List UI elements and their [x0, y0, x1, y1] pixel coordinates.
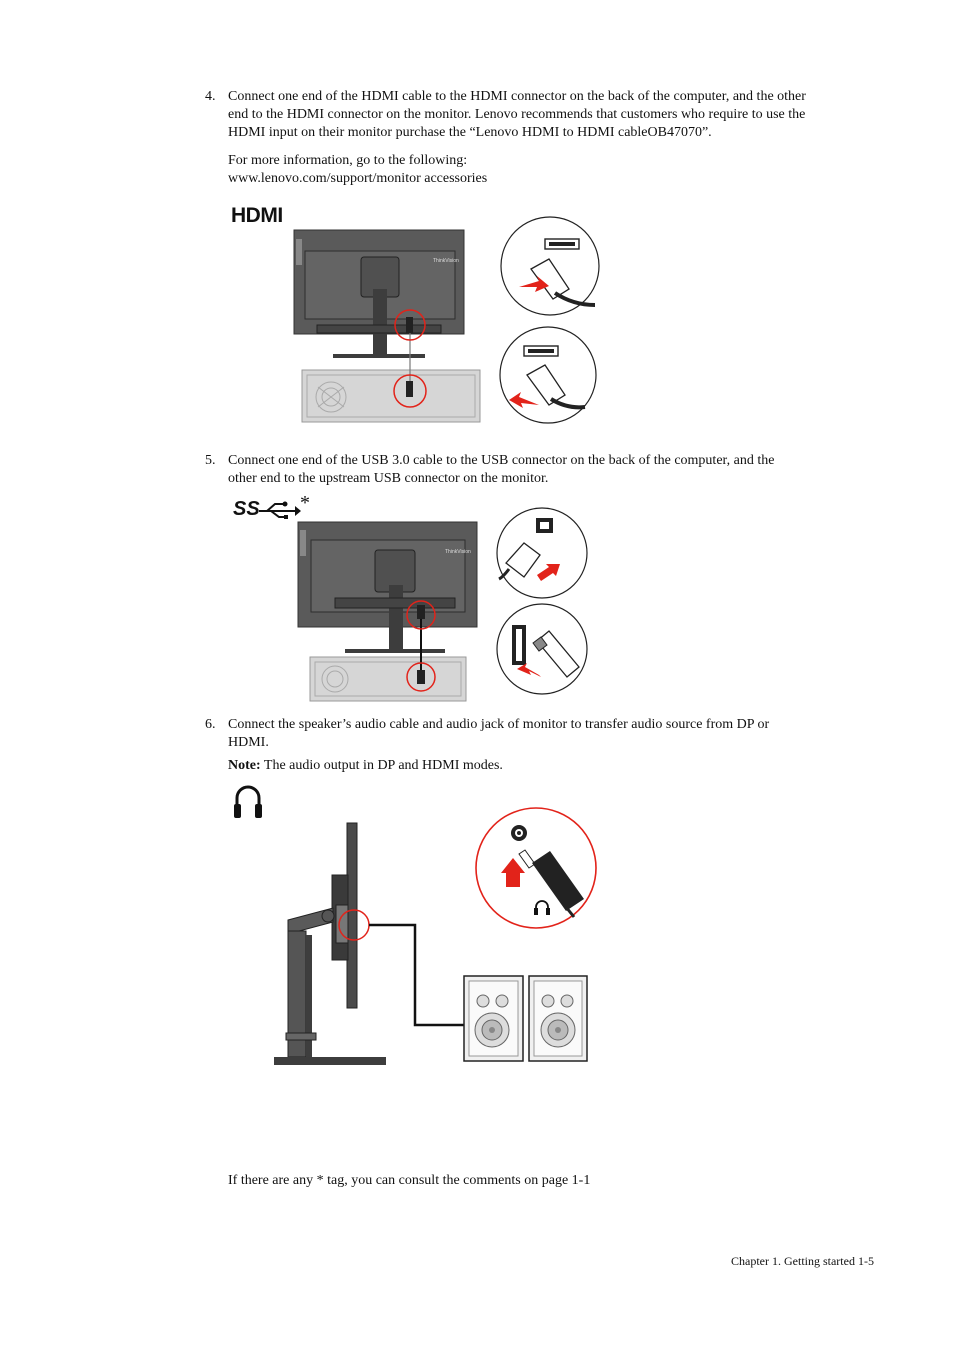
step-5-line-1: Connect one end of the USB 3.0 cable to …: [228, 453, 775, 468]
step-6-line-1: Connect the speaker’s audio cable and au…: [228, 717, 770, 732]
hdmi-detail-bottom: [499, 326, 597, 424]
monitor-back-illustration: ThinkVision: [293, 229, 465, 358]
usb-connection-figure: ThinkVision: [297, 507, 588, 702]
step-4-line-2: end to the HDMI connector on the monitor…: [228, 107, 806, 122]
speaker-left-illustration: [463, 975, 524, 1062]
step-4-line-1: Connect one end of the HDMI cable to the…: [228, 89, 806, 104]
note: Note: The audio output in DP and HDMI mo…: [228, 757, 503, 775]
computer-illustration: [309, 656, 467, 702]
usb-ss-logo-label: SS: [233, 498, 260, 520]
note-text: The audio output in DP and HDMI modes.: [260, 758, 503, 773]
support-url[interactable]: www.lenovo.com/support/monitor accessori…: [228, 171, 488, 186]
step-4-line-3: HDMI input on their monitor purchase the…: [228, 125, 712, 140]
audio-connection-figure: [274, 807, 597, 1065]
hdmi-detail-top: [500, 216, 600, 316]
speaker-right-illustration: [528, 975, 588, 1062]
hdmi-connection-figure: ThinkVision: [293, 216, 600, 424]
more-info-text: For more information, go to the followin…: [228, 153, 468, 168]
step-6-number: 6.: [205, 717, 216, 732]
step-6-line-2: HDMI.: [228, 735, 269, 750]
hdmi-logo-label: HDMI: [231, 204, 283, 227]
asterisk-footnote: If there are any * tag, you can consult …: [228, 1173, 591, 1188]
headphone-icon: [234, 785, 262, 818]
asterisk-mark: *: [300, 492, 310, 514]
monitor-side-illustration: [274, 822, 386, 1065]
usb-trident-icon: [259, 501, 301, 519]
audio-jack-detail: [475, 807, 597, 929]
step-4-number: 4.: [205, 89, 216, 104]
figure-brand-1: ThinkVision: [433, 258, 459, 264]
note-label: Note:: [228, 758, 261, 773]
page-footer: Chapter 1. Getting started 1-5: [731, 1254, 874, 1268]
step-5-line-2: other end to the upstream USB connector …: [228, 471, 549, 486]
usb-detail-top: [496, 507, 588, 599]
step-5-number: 5.: [205, 453, 216, 468]
monitor-back-illustration: ThinkVision: [297, 521, 478, 653]
usb-detail-bottom: [496, 603, 588, 695]
computer-illustration: [301, 369, 481, 423]
figure-brand-2: ThinkVision: [445, 549, 471, 555]
